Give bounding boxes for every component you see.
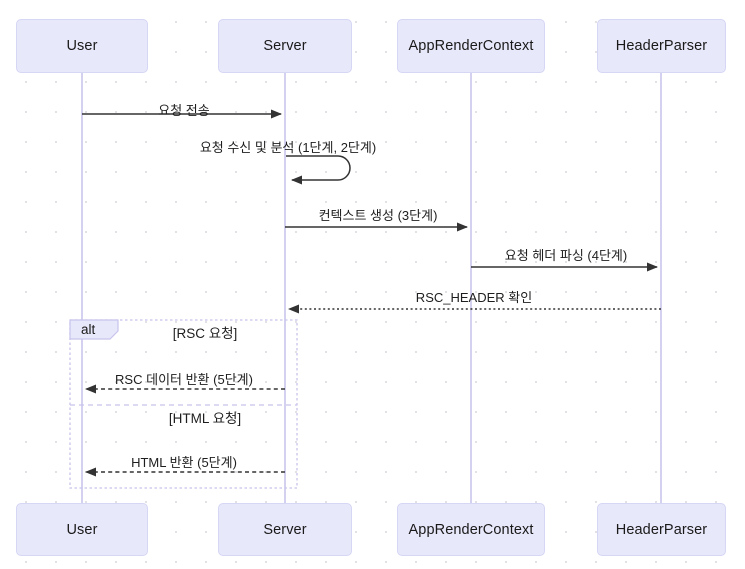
participant-box-apprendercontext-top[interactable]: AppRenderContext: [397, 19, 545, 73]
participant-label: AppRenderContext: [408, 38, 534, 54]
alt-fragment-box: [69, 319, 298, 489]
participant-box-user-bottom[interactable]: User: [16, 503, 148, 556]
lifelines: [81, 73, 662, 503]
alt-fragment-frame: [69, 319, 298, 489]
participant-box-server-top[interactable]: Server: [218, 19, 352, 73]
participant-label: User: [66, 38, 98, 54]
message-label-rsc-header-confirm: RSC_HEADER 확인: [415, 290, 533, 305]
alt-branch-condition-rsc: [RSC 요청]: [172, 326, 238, 341]
participant-label: HeaderParser: [615, 521, 708, 538]
message-label-create-context: 컨텍스트 생성 (3단계): [318, 208, 438, 223]
alt-branch-condition-html: [HTML 요청]: [168, 411, 242, 426]
message-label-rsc-data-return: RSC 데이터 반환 (5단계): [115, 372, 253, 387]
participant-label: AppRenderContext: [408, 521, 534, 538]
participant-box-headerparser-top[interactable]: HeaderParser: [597, 19, 726, 73]
participant-box-user-top[interactable]: User: [16, 19, 148, 73]
participant-label: HeaderParser: [615, 38, 708, 54]
alt-fragment-tag: alt: [81, 322, 96, 337]
alt-tag-shape: [69, 319, 119, 340]
message-label-html-return: HTML 반환 (5단계): [131, 455, 237, 470]
message-label-parse-request: 요청 수신 및 분석 (1단계, 2단계): [199, 140, 377, 155]
participant-box-server-bottom[interactable]: Server: [218, 503, 352, 556]
participant-label: Server: [263, 521, 307, 538]
participant-box-headerparser-bottom[interactable]: HeaderParser: [597, 503, 726, 556]
participant-label: User: [66, 521, 98, 538]
participant-box-apprendercontext-bottom[interactable]: AppRenderContext: [397, 503, 545, 556]
message-label-request-send: 요청 전송: [158, 103, 210, 118]
message-label-parse-header: 요청 헤더 파싱 (4단계): [504, 248, 628, 263]
arrow-self-loop-parse: [286, 155, 351, 185]
message-arrows: [82, 109, 661, 477]
participant-label: Server: [263, 38, 307, 54]
